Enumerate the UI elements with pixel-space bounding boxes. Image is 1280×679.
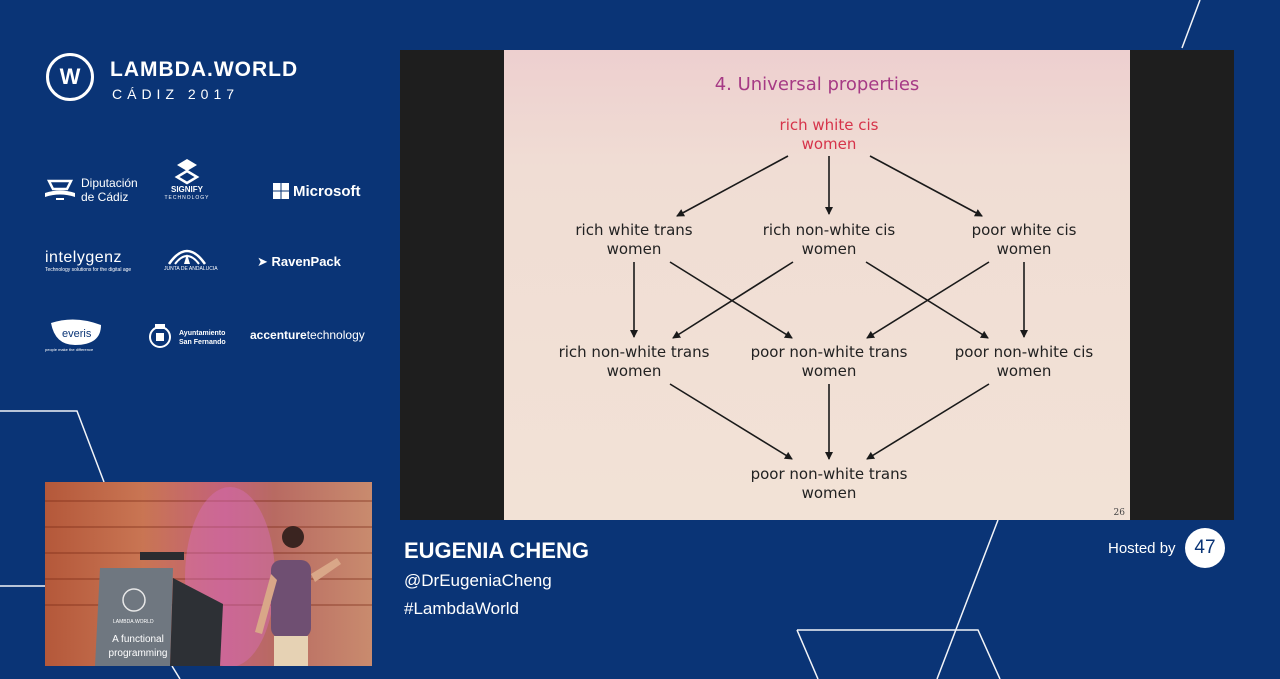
node-rich-white-cis: rich white cis women	[779, 116, 879, 153]
presentation-slide: 4. Universal properties rich white cis w…	[504, 50, 1130, 520]
sponsor-signify: SIGNIFY TECHNOLOGY	[164, 157, 210, 202]
speaker-twitter-handle: @DrEugeniaCheng	[404, 571, 552, 590]
arrow-l2c-to-l3b	[866, 261, 990, 339]
node-poor-non-white-trans-mid: poor non-white trans women	[750, 343, 908, 380]
host-47-degrees-logo: 47	[1185, 528, 1225, 568]
sponsor-everis: everis people make the difference	[45, 319, 103, 352]
node-poor-non-white-trans: poor non-white trans women	[750, 465, 908, 502]
diputacion-emblem-icon	[45, 179, 75, 200]
sponsor-accenture: accenturetechnology	[250, 328, 365, 342]
arrow-top-to-l2a	[676, 155, 789, 217]
stage-scene	[95, 487, 341, 666]
everis-logo-icon: everis	[51, 319, 101, 345]
sponsor-ravenpack: ➤ RavenPack	[257, 254, 341, 269]
speaker-name: EUGENIA CHENG	[404, 538, 589, 563]
sponsor-junta-andalucia: JUNTA DE ANDALUCIA	[164, 244, 218, 272]
arrow-top-to-l2c	[869, 155, 983, 217]
lattice-arrows	[630, 155, 1028, 460]
signify-logo-icon	[174, 159, 200, 185]
arrow-l2b-to-l3a	[672, 261, 794, 339]
svg-text:everis: everis	[62, 328, 92, 340]
node-poor-non-white-cis: poor non-white cis women	[954, 343, 1094, 380]
node-poor-white-cis: poor white cis women	[971, 221, 1077, 258]
podium-brand: LAMBDA.WORLD	[113, 619, 154, 625]
event-hashtag: #LambdaWorld	[404, 599, 519, 618]
lambda-world-logo-icon: W	[46, 53, 94, 101]
slide-page-number: 26	[1113, 508, 1125, 518]
event-subtitle: CÁDIZ 2017	[112, 86, 240, 102]
san-fernando-crest-icon	[149, 324, 171, 348]
node-rich-non-white-trans: rich non-white trans women	[558, 343, 710, 380]
slide-title: 4. Universal properties	[714, 74, 920, 95]
node-rich-white-trans: rich white trans women	[575, 221, 693, 258]
node-rich-non-white-cis: rich non-white cis women	[762, 221, 896, 258]
microsoft-grid-icon	[273, 183, 289, 199]
speaker-video-feed: LAMBDA.WORLD A functional programming	[45, 482, 372, 666]
ravenpack-chevron-icon: ➤	[257, 254, 272, 269]
hosted-by-label: Hosted by	[1108, 540, 1176, 557]
podium-text: A functional programming	[108, 634, 168, 659]
slide-frame: 4. Universal properties rich white cis w…	[400, 50, 1234, 520]
arrow-l2a-to-l3b	[669, 261, 793, 339]
event-title: LAMBDA.WORLD	[110, 58, 299, 81]
arrow-l3a-to-bottom	[669, 383, 793, 460]
junta-andalucia-arch-icon	[167, 249, 207, 265]
sponsor-microsoft: Microsoft	[273, 183, 361, 200]
arrow-l3c-to-bottom	[866, 383, 990, 460]
sponsor-intelygenz: intelygenz Technology solutions for the …	[45, 249, 132, 273]
